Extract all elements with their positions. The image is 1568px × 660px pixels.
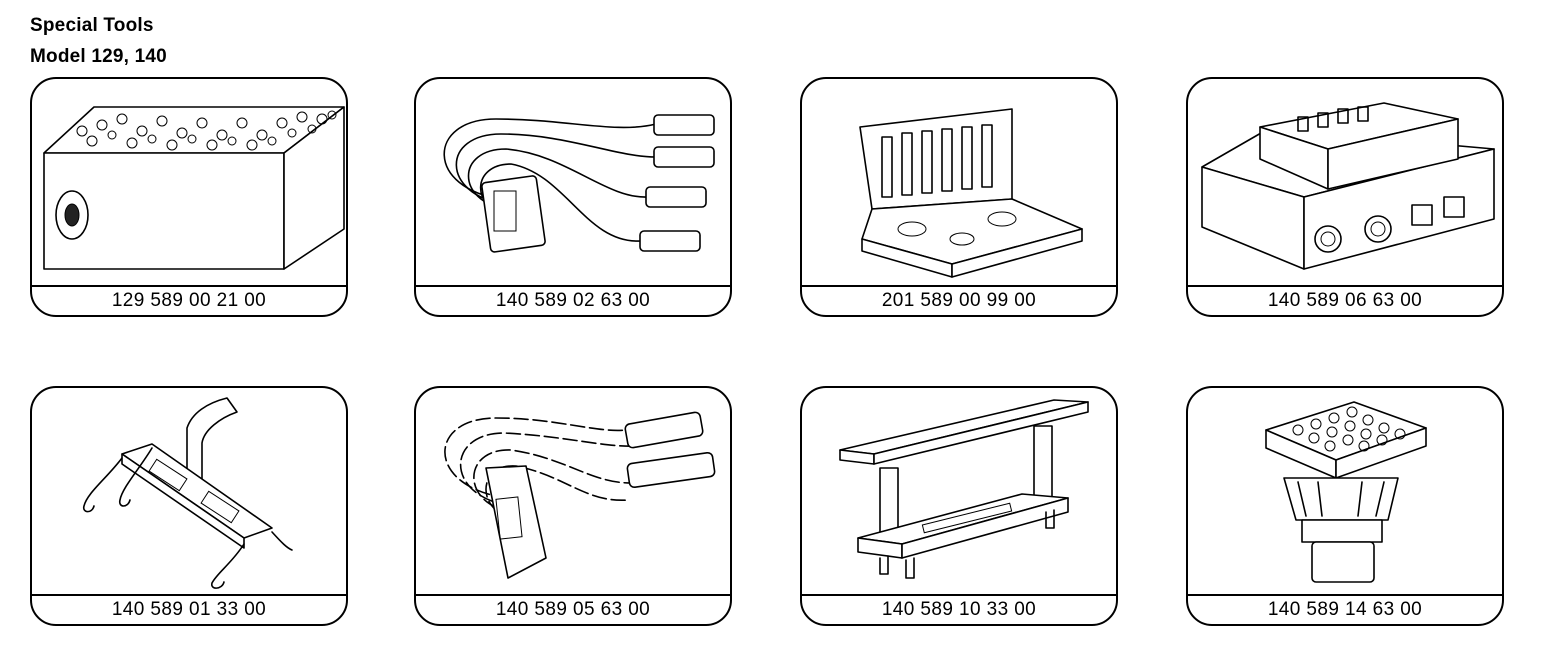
contact-tool-case-icon: [859, 108, 1083, 278]
tool-card[interactable]: 201 589 00 99 00: [800, 77, 1118, 317]
page-subtitle: Model 129, 140: [30, 46, 167, 67]
tool-card[interactable]: 129 589 00 21 00: [30, 77, 348, 317]
connector-adapter-icon: [1265, 401, 1427, 583]
page-header: Special Tools Model 129, 140: [30, 10, 167, 72]
part-number: 140 589 06 63 00: [1267, 290, 1423, 311]
tool-card[interactable]: 140 589 02 63 00: [414, 77, 732, 317]
tool-card[interactable]: 140 589 01 33 00: [30, 386, 348, 626]
tool-card[interactable]: 140 589 05 63 00: [414, 386, 732, 626]
part-number: 140 589 10 33 00: [881, 599, 1037, 620]
page-title: Special Tools: [30, 15, 154, 36]
part-number: 140 589 14 63 00: [1267, 599, 1423, 620]
puller-fork-icon: [82, 397, 293, 589]
part-number: 140 589 05 63 00: [495, 599, 651, 620]
pin-box-adapter-icon: [43, 106, 345, 270]
tool-card[interactable]: 140 589 10 33 00: [800, 386, 1118, 626]
test-socket-box-icon: [1201, 102, 1495, 270]
part-number: 140 589 01 33 00: [111, 599, 267, 620]
bridge-fixture-icon: [839, 399, 1089, 579]
part-number: 140 589 02 63 00: [495, 290, 651, 311]
two-lead-test-cable-icon: [444, 411, 716, 579]
part-number: 201 589 00 99 00: [881, 290, 1037, 311]
tool-card[interactable]: 140 589 14 63 00: [1186, 386, 1504, 626]
four-lead-test-cable-icon: [443, 114, 715, 253]
part-number: 129 589 00 21 00: [111, 290, 267, 311]
tool-card[interactable]: 140 589 06 63 00: [1186, 77, 1504, 317]
